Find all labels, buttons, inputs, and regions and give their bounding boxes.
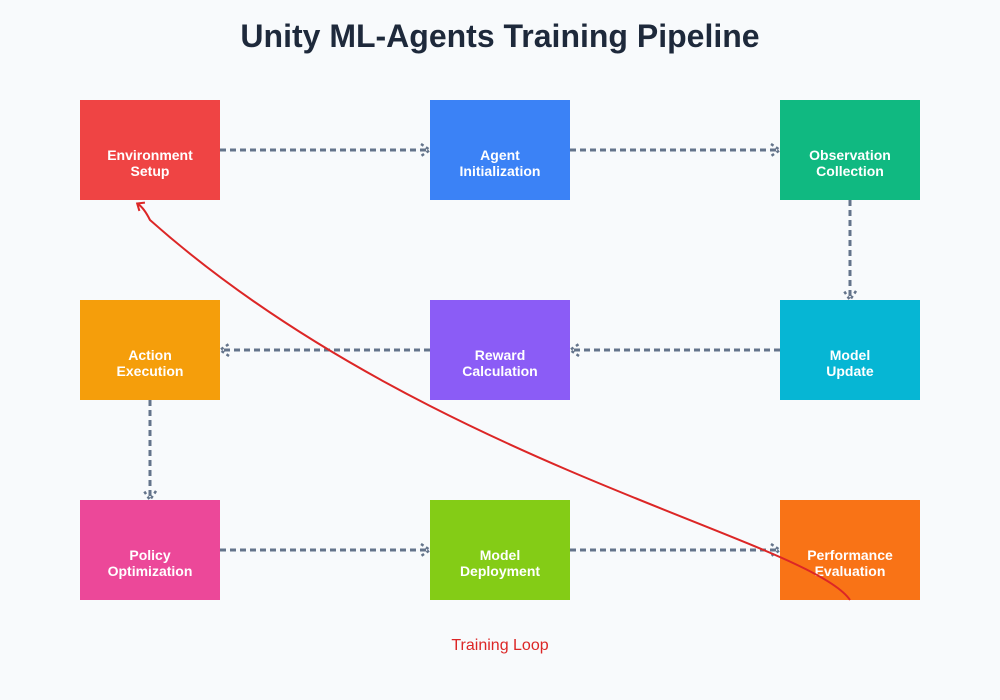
node-box — [430, 500, 570, 600]
node-label: Policy — [129, 547, 170, 563]
node-label: Update — [826, 363, 874, 379]
edges-layer — [150, 150, 850, 550]
node-box — [780, 300, 920, 400]
node-label: Performance — [807, 547, 893, 563]
node-box — [80, 100, 220, 200]
node-label: Optimization — [108, 563, 193, 579]
node-box — [430, 300, 570, 400]
node-box — [80, 300, 220, 400]
node-label: Model — [830, 347, 870, 363]
node-label: Execution — [117, 363, 184, 379]
loop-layer: Training Loop — [135, 201, 851, 654]
node-label: Setup — [131, 163, 170, 179]
node-label: Calculation — [462, 363, 537, 379]
node-label: Reward — [475, 347, 526, 363]
node-label: Environment — [107, 147, 193, 163]
training-loop-arrow — [135, 201, 851, 601]
node-label: Deployment — [460, 563, 540, 579]
node-box — [430, 100, 570, 200]
node-label: Evaluation — [815, 563, 886, 579]
node-box — [780, 500, 920, 600]
training-loop-label: Training Loop — [451, 637, 548, 654]
node-box — [780, 100, 920, 200]
node-label: Observation — [809, 147, 891, 163]
diagram-title: Unity ML-Agents Training Pipeline — [240, 18, 760, 54]
node-box — [80, 500, 220, 600]
node-label: Initialization — [460, 163, 541, 179]
node-label: Collection — [816, 163, 884, 179]
node-label: Agent — [480, 147, 520, 163]
node-label: Action — [128, 347, 172, 363]
node-label: Model — [480, 547, 520, 563]
